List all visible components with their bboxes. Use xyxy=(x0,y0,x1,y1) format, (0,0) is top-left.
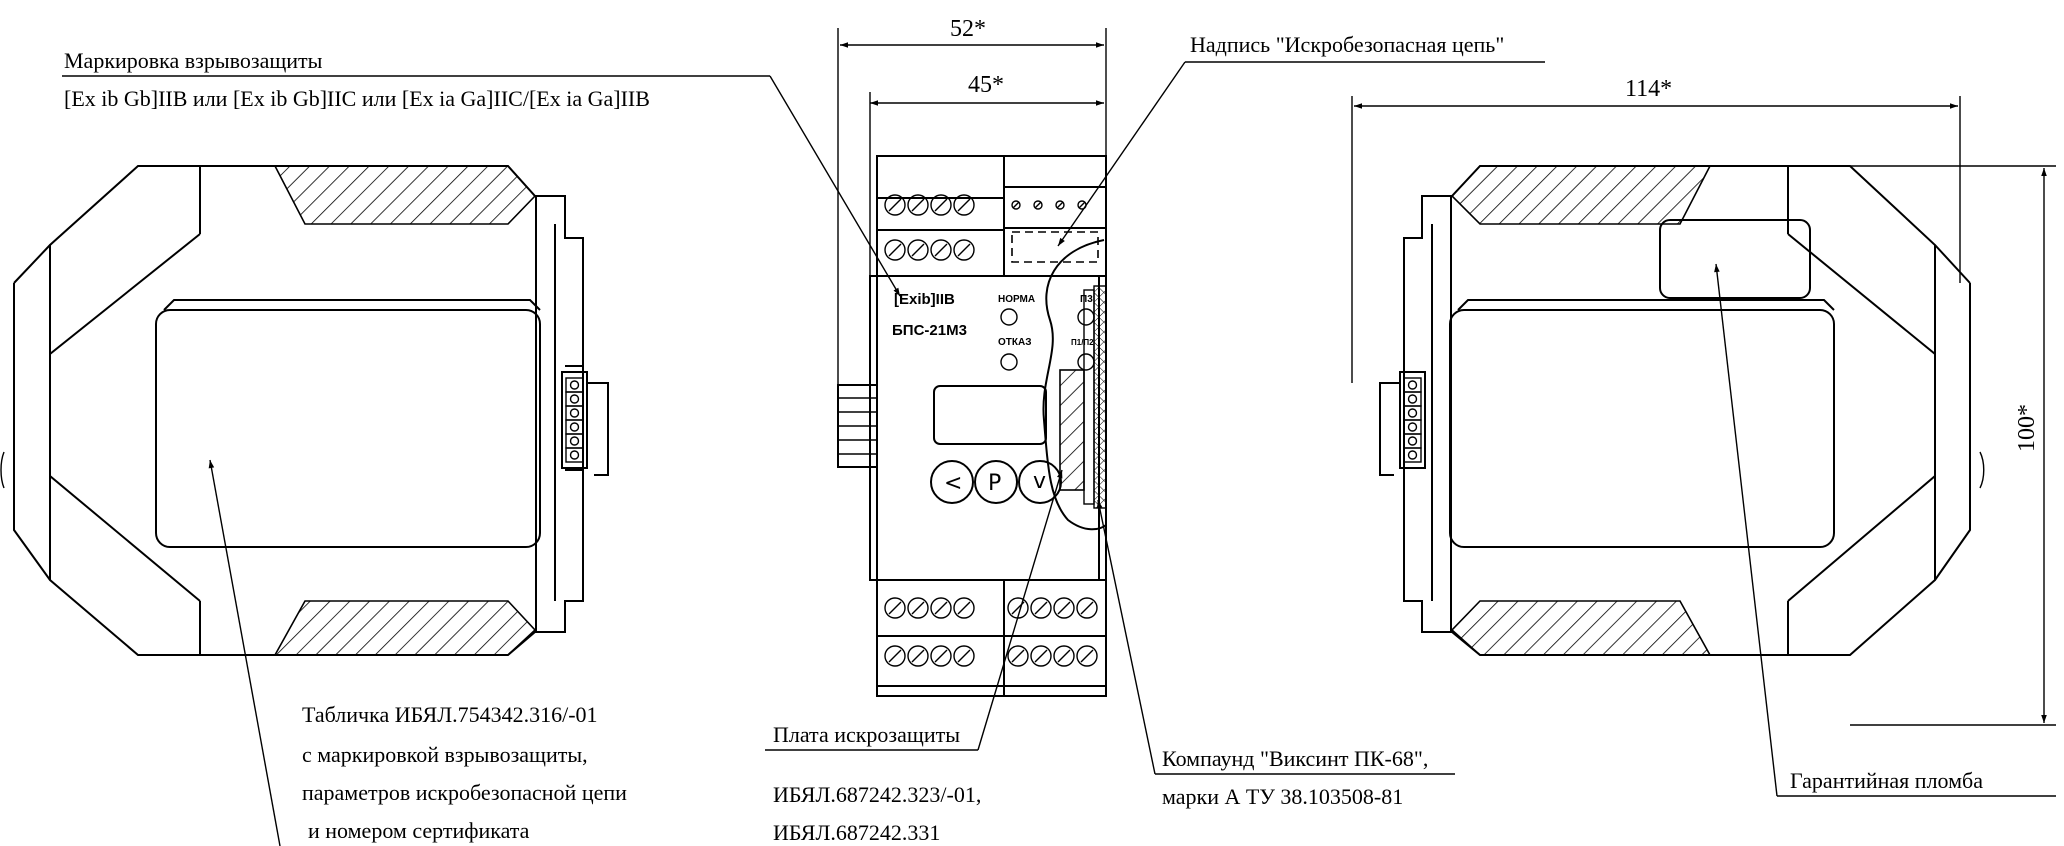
left-top-rib xyxy=(273,165,537,225)
plate-line-2: с маркировкой взрывозащиты, xyxy=(302,742,588,767)
front-display xyxy=(933,385,1047,445)
svg-text:<: < xyxy=(944,471,962,496)
front-model-name: БПС-21М3 xyxy=(892,322,967,339)
left-body-outline xyxy=(49,165,584,656)
left-bottom-rib xyxy=(273,600,537,656)
dim-width-45: 45* xyxy=(968,72,1004,98)
ex-marking-values: [Ex ib Gb]IIB или [Ex ib Gb]IIC или [Ex … xyxy=(64,86,650,111)
board-line-1: Плата искрозащиты xyxy=(773,722,960,747)
board-line-3: ИБЯЛ.687242.331 xyxy=(773,820,940,845)
dim-length-114: 114* xyxy=(1625,76,1672,102)
right-top-rib xyxy=(1450,165,1712,225)
svg-text:v: v xyxy=(1033,469,1046,494)
led-norm-indicator xyxy=(1000,308,1018,326)
right-bottom-rib xyxy=(1450,600,1712,656)
warranty-seal-plate xyxy=(1659,219,1811,299)
led-norm-label: НОРМА xyxy=(998,294,1035,305)
led-p3-indicator xyxy=(1077,308,1095,326)
top-terminal-block xyxy=(884,194,1099,263)
led-p3-label: П3 xyxy=(1080,294,1093,305)
dimension-lines: 52* 45* 114* 100* xyxy=(837,16,2056,726)
ex-marking-title: Маркировка взрывозащиты xyxy=(64,48,323,73)
leader-lines xyxy=(62,61,2056,846)
led-p1p2-label: П1/П2 xyxy=(1071,338,1094,347)
dim-height-100: 100* xyxy=(2014,404,2040,452)
led-fault-indicator xyxy=(1000,353,1018,371)
left-connector xyxy=(565,377,584,463)
front-view: [Exib]IIB БПС-21М3 НОРМА ОТКАЗ П3 П1/П2 … xyxy=(837,155,1107,697)
left-side-view xyxy=(0,165,609,656)
button-p[interactable]: P xyxy=(974,460,1018,504)
right-body-outline xyxy=(1403,165,1936,656)
plate-line-3: параметров искробезопасной цепи xyxy=(302,780,627,805)
compound-line-1: Компаунд "Виксинт ПК-68", xyxy=(1162,746,1428,771)
led-p1p2-indicator xyxy=(1077,353,1095,371)
button-left[interactable]: < xyxy=(930,460,974,504)
intrinsic-circuit-label: Надпись "Искробезопасная цепь" xyxy=(1190,32,1504,57)
right-label-plate xyxy=(1449,309,1835,548)
compound-line-2: марки А ТУ 38.103508-81 xyxy=(1162,784,1403,809)
compound-strip xyxy=(1093,285,1107,509)
protection-board xyxy=(1059,369,1085,491)
plate-line-4: и номером сертификата xyxy=(308,818,530,843)
board-line-2: ИБЯЛ.687242.323/-01, xyxy=(773,782,981,807)
intrinsic-circuit-label-area xyxy=(1011,231,1099,263)
warranty-seal-label: Гарантийная пломба xyxy=(1790,768,1983,793)
right-connector xyxy=(1403,377,1422,463)
svg-text:P: P xyxy=(988,471,1001,496)
left-label-plate xyxy=(155,309,541,548)
cutaway-section xyxy=(1042,239,1107,531)
right-side-view xyxy=(1379,165,1985,656)
bottom-terminal-block xyxy=(884,597,1098,667)
led-fault-label: ОТКАЗ xyxy=(998,337,1031,348)
dim-width-52: 52* xyxy=(950,16,986,42)
callouts: Маркировка взрывозащиты [Ex ib Gb]IIB ил… xyxy=(64,32,1983,845)
front-ex-mark: [Exib]IIB xyxy=(894,291,955,308)
plate-line-1: Табличка ИБЯЛ.754342.316/-01 xyxy=(302,702,598,727)
